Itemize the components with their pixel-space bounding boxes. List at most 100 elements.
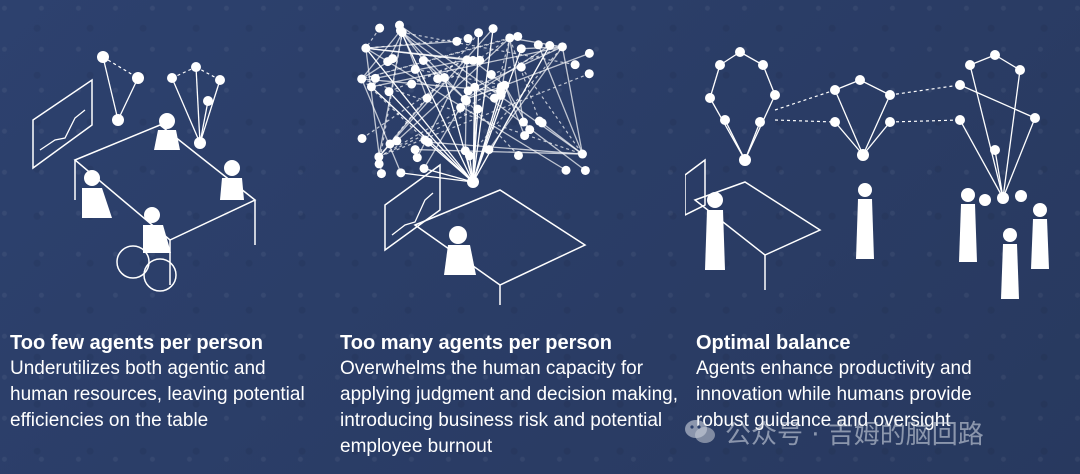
agent-node: [412, 153, 422, 163]
agent-node: [418, 56, 428, 66]
agent-node: [570, 60, 580, 70]
panel-too-many: Too many agents per person Overwhelms th…: [330, 0, 685, 474]
panel-description: Underutilizes both agentic and human res…: [10, 358, 305, 431]
agent-node: [357, 133, 367, 143]
agent-node: [422, 93, 432, 103]
watermark: 公众号 · 吉姆的脑回路: [683, 413, 984, 451]
agent-node: [463, 34, 473, 44]
agent-node: [525, 125, 535, 135]
network-link: [504, 85, 526, 136]
agent-node: [407, 79, 417, 89]
network-link: [361, 78, 583, 155]
agent-node: [385, 139, 395, 149]
desks: [693, 181, 822, 290]
panel-title: Too many agents per person: [340, 332, 612, 354]
agent-node: [577, 149, 587, 159]
network-link: [401, 32, 439, 80]
network-link: [521, 46, 563, 50]
network-link: [361, 37, 510, 80]
network-link: [472, 45, 551, 183]
network-link: [378, 28, 494, 158]
desks: [73, 124, 257, 285]
agent-node: [545, 40, 555, 50]
agent-node: [375, 23, 385, 33]
agent-node: [518, 117, 528, 127]
agent-node: [516, 44, 526, 54]
agent-network: [97, 51, 225, 149]
network-link: [361, 78, 402, 174]
agent-node: [584, 69, 594, 79]
agent-node: [534, 116, 544, 126]
too-few-illustration: [32, 51, 257, 292]
network-link: [399, 24, 583, 155]
agent-node: [439, 73, 449, 83]
too-few-caption: Too few agents per person Underutilizes …: [10, 330, 320, 434]
network-link: [415, 148, 583, 155]
agent-node: [420, 135, 430, 145]
network-link: [561, 46, 584, 155]
panel-optimal: Optimal balance Agents enhance productiv…: [685, 0, 1080, 474]
wall-chart-icon: [685, 158, 706, 216]
network-link: [400, 172, 474, 183]
wechat-icon: [685, 420, 715, 443]
network-link: [375, 59, 468, 79]
agent-node: [533, 40, 543, 50]
person-icons: [705, 183, 1049, 299]
agent-node: [463, 86, 473, 96]
agent-node: [374, 152, 384, 162]
network-link: [472, 87, 476, 183]
network-link: [509, 37, 540, 122]
agent-node: [410, 145, 420, 155]
network-link: [388, 59, 468, 93]
agent-node: [452, 36, 462, 46]
agent-node: [384, 87, 394, 97]
panel-title: Optimal balance: [696, 332, 851, 354]
agent-node: [470, 82, 480, 92]
agent-node: [361, 43, 371, 53]
optimal-caption: Optimal balance Agents enhance productiv…: [696, 330, 1026, 434]
agent-node: [410, 64, 420, 74]
network-link: [365, 40, 457, 49]
optimal-illustration: [685, 47, 1049, 299]
agent-node: [376, 169, 386, 179]
agent-node: [561, 165, 571, 175]
agent-node: [388, 54, 398, 64]
agent-node: [496, 90, 506, 100]
agent-node: [513, 150, 523, 160]
agent-node: [460, 94, 470, 104]
agent-node: [456, 103, 466, 113]
agent-node: [433, 74, 443, 84]
network-link: [472, 85, 506, 183]
too-many-caption: Too many agents per person Overwhelms th…: [340, 330, 680, 460]
agent-node: [516, 62, 526, 72]
network-link: [399, 30, 474, 183]
wall-chart-icon: [384, 163, 441, 252]
network-link: [428, 141, 583, 155]
network-link: [378, 32, 403, 165]
person-icons: [82, 113, 244, 292]
agent-node: [370, 73, 380, 83]
agent-node: [396, 168, 406, 178]
agent-node: [474, 28, 484, 38]
panel-description: Agents enhance productivity and innovati…: [696, 358, 972, 431]
wall-chart-icon: [32, 78, 93, 170]
agent-node: [419, 163, 429, 173]
agent-node: [513, 31, 523, 41]
agent-node: [484, 145, 494, 155]
person-icons: [444, 226, 476, 275]
agent-node: [584, 48, 594, 58]
agent-node: [357, 74, 367, 84]
network-link: [365, 47, 468, 61]
agent-network: [705, 47, 1040, 206]
agent-node: [475, 55, 485, 65]
network-link: [464, 98, 519, 156]
agent-node: [395, 20, 404, 30]
agent-node: [392, 136, 402, 146]
network-link: [365, 47, 474, 183]
agent-node: [473, 104, 483, 114]
agent-node: [580, 165, 590, 175]
agent-node: [468, 55, 478, 65]
network-link: [424, 139, 474, 183]
agent-network: [357, 20, 594, 188]
network-link: [378, 73, 590, 158]
